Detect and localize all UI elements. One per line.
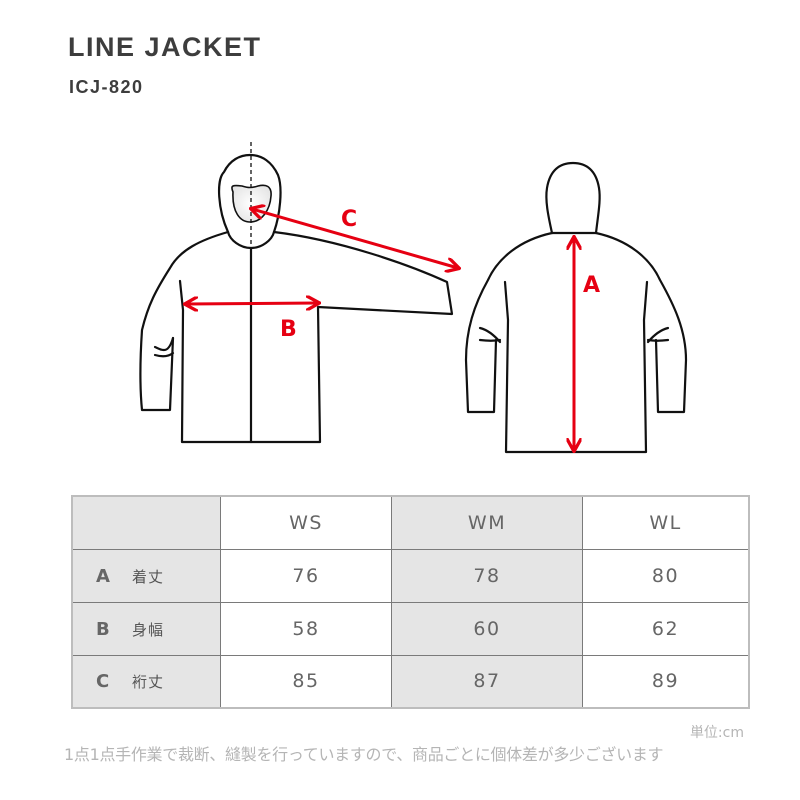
label-a: A — [583, 273, 600, 298]
jacket-illustration: C B A — [139, 142, 688, 454]
row-letter: C — [96, 671, 111, 693]
cell-value: 87 — [390, 654, 584, 709]
cell-value: 60 — [390, 601, 584, 656]
cell-value: 80 — [582, 548, 750, 603]
size-table: WS WM WL A 着丈 76 78 80 B 身幅 58 60 62 C 裄丈 8… — [71, 495, 750, 709]
handmade-note: 1点1点手作業で裁断、縫製を行っていますので、商品ごとに個体差が多少ございます — [64, 745, 664, 764]
column-header-ws: WS — [220, 495, 392, 550]
row-name: 裄丈 — [132, 673, 165, 692]
measure-arrow-b — [186, 303, 318, 304]
front-jacket-drawing — [139, 153, 454, 444]
row-name: 身幅 — [132, 620, 165, 639]
row-header-c: C 裄丈 — [71, 654, 221, 709]
cell-value: 89 — [582, 654, 750, 709]
row-letter: A — [96, 565, 112, 587]
cell-value: 76 — [220, 548, 392, 603]
row-header-b: B 身幅 — [71, 601, 221, 656]
table-row: C 裄丈 85 87 89 — [71, 654, 750, 709]
cell-value: 85 — [220, 654, 392, 709]
cell-value: 62 — [582, 601, 750, 656]
product-code: ICJ-820 — [69, 77, 144, 97]
cell-value: 58 — [220, 601, 392, 656]
header-corner-cell — [71, 495, 221, 550]
row-letter: B — [96, 618, 112, 640]
row-name: 着丈 — [132, 567, 165, 586]
back-jacket-drawing — [464, 161, 688, 454]
column-header-wm: WM — [390, 495, 584, 550]
unit-label: 単位:cm — [689, 725, 744, 741]
cell-value: 78 — [390, 548, 584, 603]
product-title: LINE JACKET — [68, 32, 262, 62]
table-row: A 着丈 76 78 80 — [71, 548, 750, 603]
table-header-row: WS WM WL — [71, 495, 750, 550]
table-row: B 身幅 58 60 62 — [71, 601, 750, 656]
measure-arrow-c — [252, 209, 458, 268]
column-header-wl: WL — [582, 495, 750, 550]
row-header-a: A 着丈 — [71, 548, 221, 603]
label-c: C — [341, 207, 357, 232]
label-b: B — [280, 317, 297, 342]
